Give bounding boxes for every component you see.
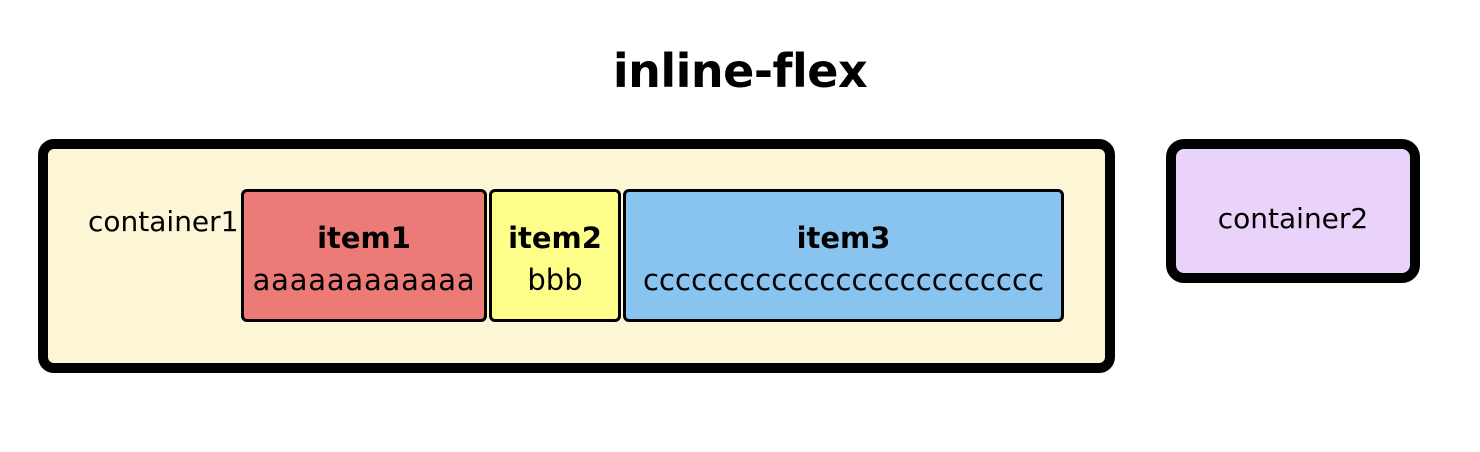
item3-content: ccccccccccccccccccccccccc: [642, 263, 1045, 297]
item1-name: item1: [317, 221, 411, 255]
item2-name: item2: [508, 221, 602, 255]
container2-label: container2: [1217, 202, 1369, 235]
item1-content: aaaaaaaaaaaa: [252, 263, 476, 297]
page-title: inline-flex: [612, 44, 868, 98]
item3-name: item3: [796, 221, 891, 255]
item1-box: item1 aaaaaaaaaaaa: [241, 189, 487, 322]
container1-label: container1: [88, 205, 239, 238]
item2-box: item2 bbb: [489, 189, 621, 322]
container1-box: container1 item1 aaaaaaaaaaaa item2 bbb …: [38, 139, 1115, 373]
container2-box: container2: [1166, 139, 1420, 283]
item2-content: bbb: [527, 263, 583, 297]
item3-box: item3 ccccccccccccccccccccccccc: [623, 189, 1064, 322]
